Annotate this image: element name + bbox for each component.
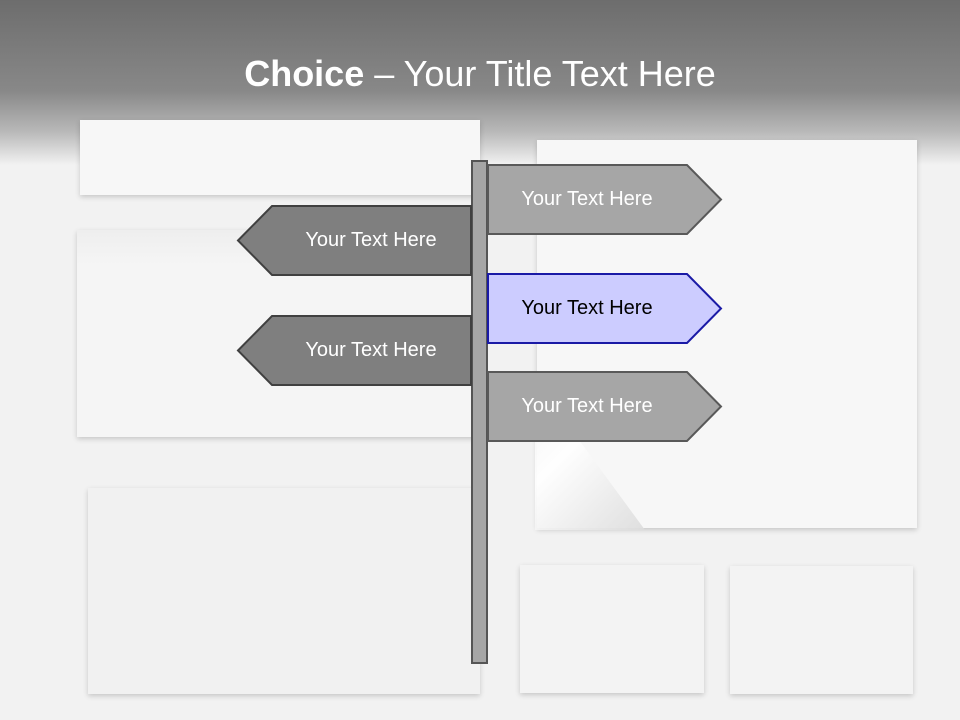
sign-right-3-label: Your Text Here: [521, 395, 653, 417]
sign-right-2-highlighted[interactable]: Your Text Here: [487, 273, 723, 344]
sign-right-2-label: Your Text Here: [521, 297, 653, 319]
sign-left-1-shape: [236, 205, 472, 276]
sign-right-1-label: Your Text Here: [521, 188, 653, 210]
sign-right-1[interactable]: Your Text Here: [487, 164, 723, 235]
sign-right-1-shape: [487, 164, 723, 235]
business-card-1: [520, 565, 704, 693]
sign-left-2-label: Your Text Here: [305, 339, 437, 361]
sign-right-3[interactable]: Your Text Here: [487, 371, 723, 442]
business-card-2: [730, 566, 913, 694]
large-card: [88, 488, 480, 694]
title-rest: – Your Title Text Here: [364, 53, 716, 94]
title-bold: Choice: [244, 53, 365, 94]
sign-left-2-shape: [236, 315, 472, 386]
slide-title[interactable]: Choice – Your Title Text Here: [0, 52, 960, 96]
sign-left-2[interactable]: Your Text Here: [236, 315, 472, 386]
sign-left-1[interactable]: Your Text Here: [236, 205, 472, 276]
sign-left-1-label: Your Text Here: [305, 229, 437, 251]
sign-right-2-shape: [487, 273, 723, 344]
signpost-pole[interactable]: [471, 160, 488, 664]
letterhead-paper: [80, 120, 480, 195]
sign-right-3-shape: [487, 371, 723, 442]
